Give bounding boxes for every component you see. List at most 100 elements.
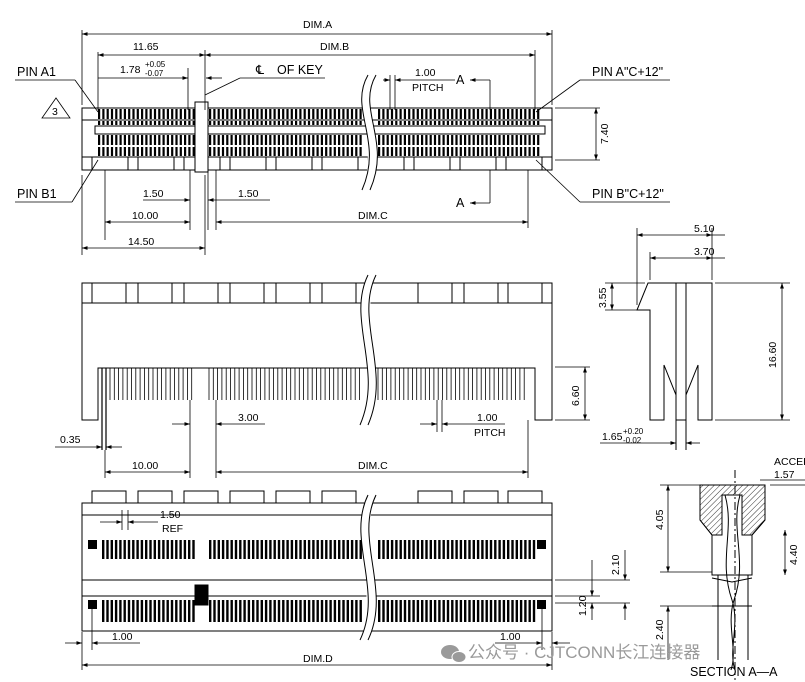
contact-pin [188, 147, 191, 156]
tol-1-65-plus: +0.20 [623, 427, 644, 436]
hold-down [537, 540, 546, 549]
contact-pin [342, 121, 345, 125]
contact-pin [316, 135, 319, 145]
contact-pin [519, 109, 523, 119]
contact-row-pin [110, 600, 113, 622]
contact-pin [256, 147, 259, 156]
contact-pin [295, 147, 298, 156]
contact-pin [188, 135, 191, 145]
contact-pin [217, 121, 220, 125]
contact-row-pin [299, 600, 302, 622]
contact-row-pin [256, 540, 259, 559]
contact-pin [342, 109, 345, 119]
contact-pin [260, 147, 263, 156]
contact-pin [412, 109, 415, 119]
contact-pin [485, 109, 488, 119]
contact-row-pin [399, 540, 402, 559]
contact-pin [221, 109, 225, 119]
contact-pin [303, 147, 306, 156]
contact-pin [515, 147, 518, 156]
dim-2-10: 2.10 [610, 554, 622, 575]
contact-pin [175, 109, 178, 119]
contact-pin [378, 121, 381, 125]
contact-pin [455, 135, 458, 145]
contact-row-pin [106, 600, 109, 622]
contact-pin [98, 147, 101, 156]
contact-pin [128, 135, 131, 145]
contact-pin [390, 135, 394, 145]
contact-pin [179, 121, 182, 125]
contact-row-pin [166, 540, 169, 559]
dim-0-35: 0.35 [60, 434, 81, 446]
contact-pin [489, 135, 492, 145]
contact-row-pin [114, 540, 118, 559]
contact-pin [184, 121, 187, 125]
contact-pin [412, 121, 415, 125]
contact-pin [171, 109, 174, 119]
contact-row-pin [162, 540, 165, 559]
contact-pin [277, 109, 280, 119]
contact-pin [299, 135, 302, 145]
contact-pin [295, 135, 298, 145]
hold-down [537, 600, 546, 609]
contact-pin [412, 147, 415, 156]
contact-pin [119, 135, 122, 145]
contact-pin [303, 109, 306, 119]
contact-pin [145, 135, 148, 145]
contact-pin [192, 147, 195, 156]
contact-pin [188, 121, 191, 125]
contact-row-pin [485, 540, 488, 559]
contact-pin [489, 147, 492, 156]
contact-row-pin [408, 600, 411, 622]
contact-pin [355, 121, 358, 125]
contact-pin [390, 147, 394, 156]
contact-row-pin [282, 600, 285, 622]
contact-pin [455, 147, 458, 156]
contact-row-pin [230, 540, 233, 559]
contact-row-pin [459, 600, 463, 622]
contact-pin [333, 135, 336, 145]
cl-of-key-label: OF KEY [277, 63, 324, 77]
contact-pin [226, 135, 229, 145]
contact-row-pin [468, 540, 471, 559]
housing-tab [183, 490, 219, 504]
contact-pin [416, 109, 419, 119]
contact-pin [438, 109, 441, 119]
contact-pin [239, 109, 242, 119]
contact-pin [320, 147, 323, 156]
contact-pin [537, 147, 540, 156]
contact-row-pin [170, 600, 174, 622]
contact-pin [416, 121, 419, 125]
contact-pin [230, 121, 233, 125]
contact-row-pin [145, 540, 148, 559]
contact-pin [123, 121, 126, 125]
contact-row-pin [425, 540, 428, 559]
contact-row-pin [438, 540, 441, 559]
cl-symbol: ℄ [255, 63, 264, 77]
contact-pin [485, 147, 488, 156]
contact-pin [502, 135, 505, 145]
contact-row-pin [329, 600, 332, 622]
contact-row-pin [192, 600, 195, 622]
contact-pin [515, 121, 518, 125]
contact-pin [403, 147, 406, 156]
contact-pin [184, 135, 187, 145]
contact-pin [451, 147, 454, 156]
contact-row-pin [507, 540, 510, 559]
contact-row-pin [524, 600, 527, 622]
contact-row-pin [157, 600, 161, 622]
contact-pin [338, 147, 341, 156]
contact-row-pin [136, 540, 139, 559]
contact-pin [346, 147, 349, 156]
contact-pin [476, 109, 480, 119]
bottom-view [81, 490, 553, 642]
contact-row-pin [123, 600, 126, 622]
contact-pin [386, 121, 389, 125]
contact-pin [239, 121, 242, 125]
contact-row-pin [442, 540, 445, 559]
contact-pin [378, 109, 381, 119]
contact-pin [511, 147, 514, 156]
contact-row-pin [132, 540, 135, 559]
contact-pin [299, 109, 302, 119]
